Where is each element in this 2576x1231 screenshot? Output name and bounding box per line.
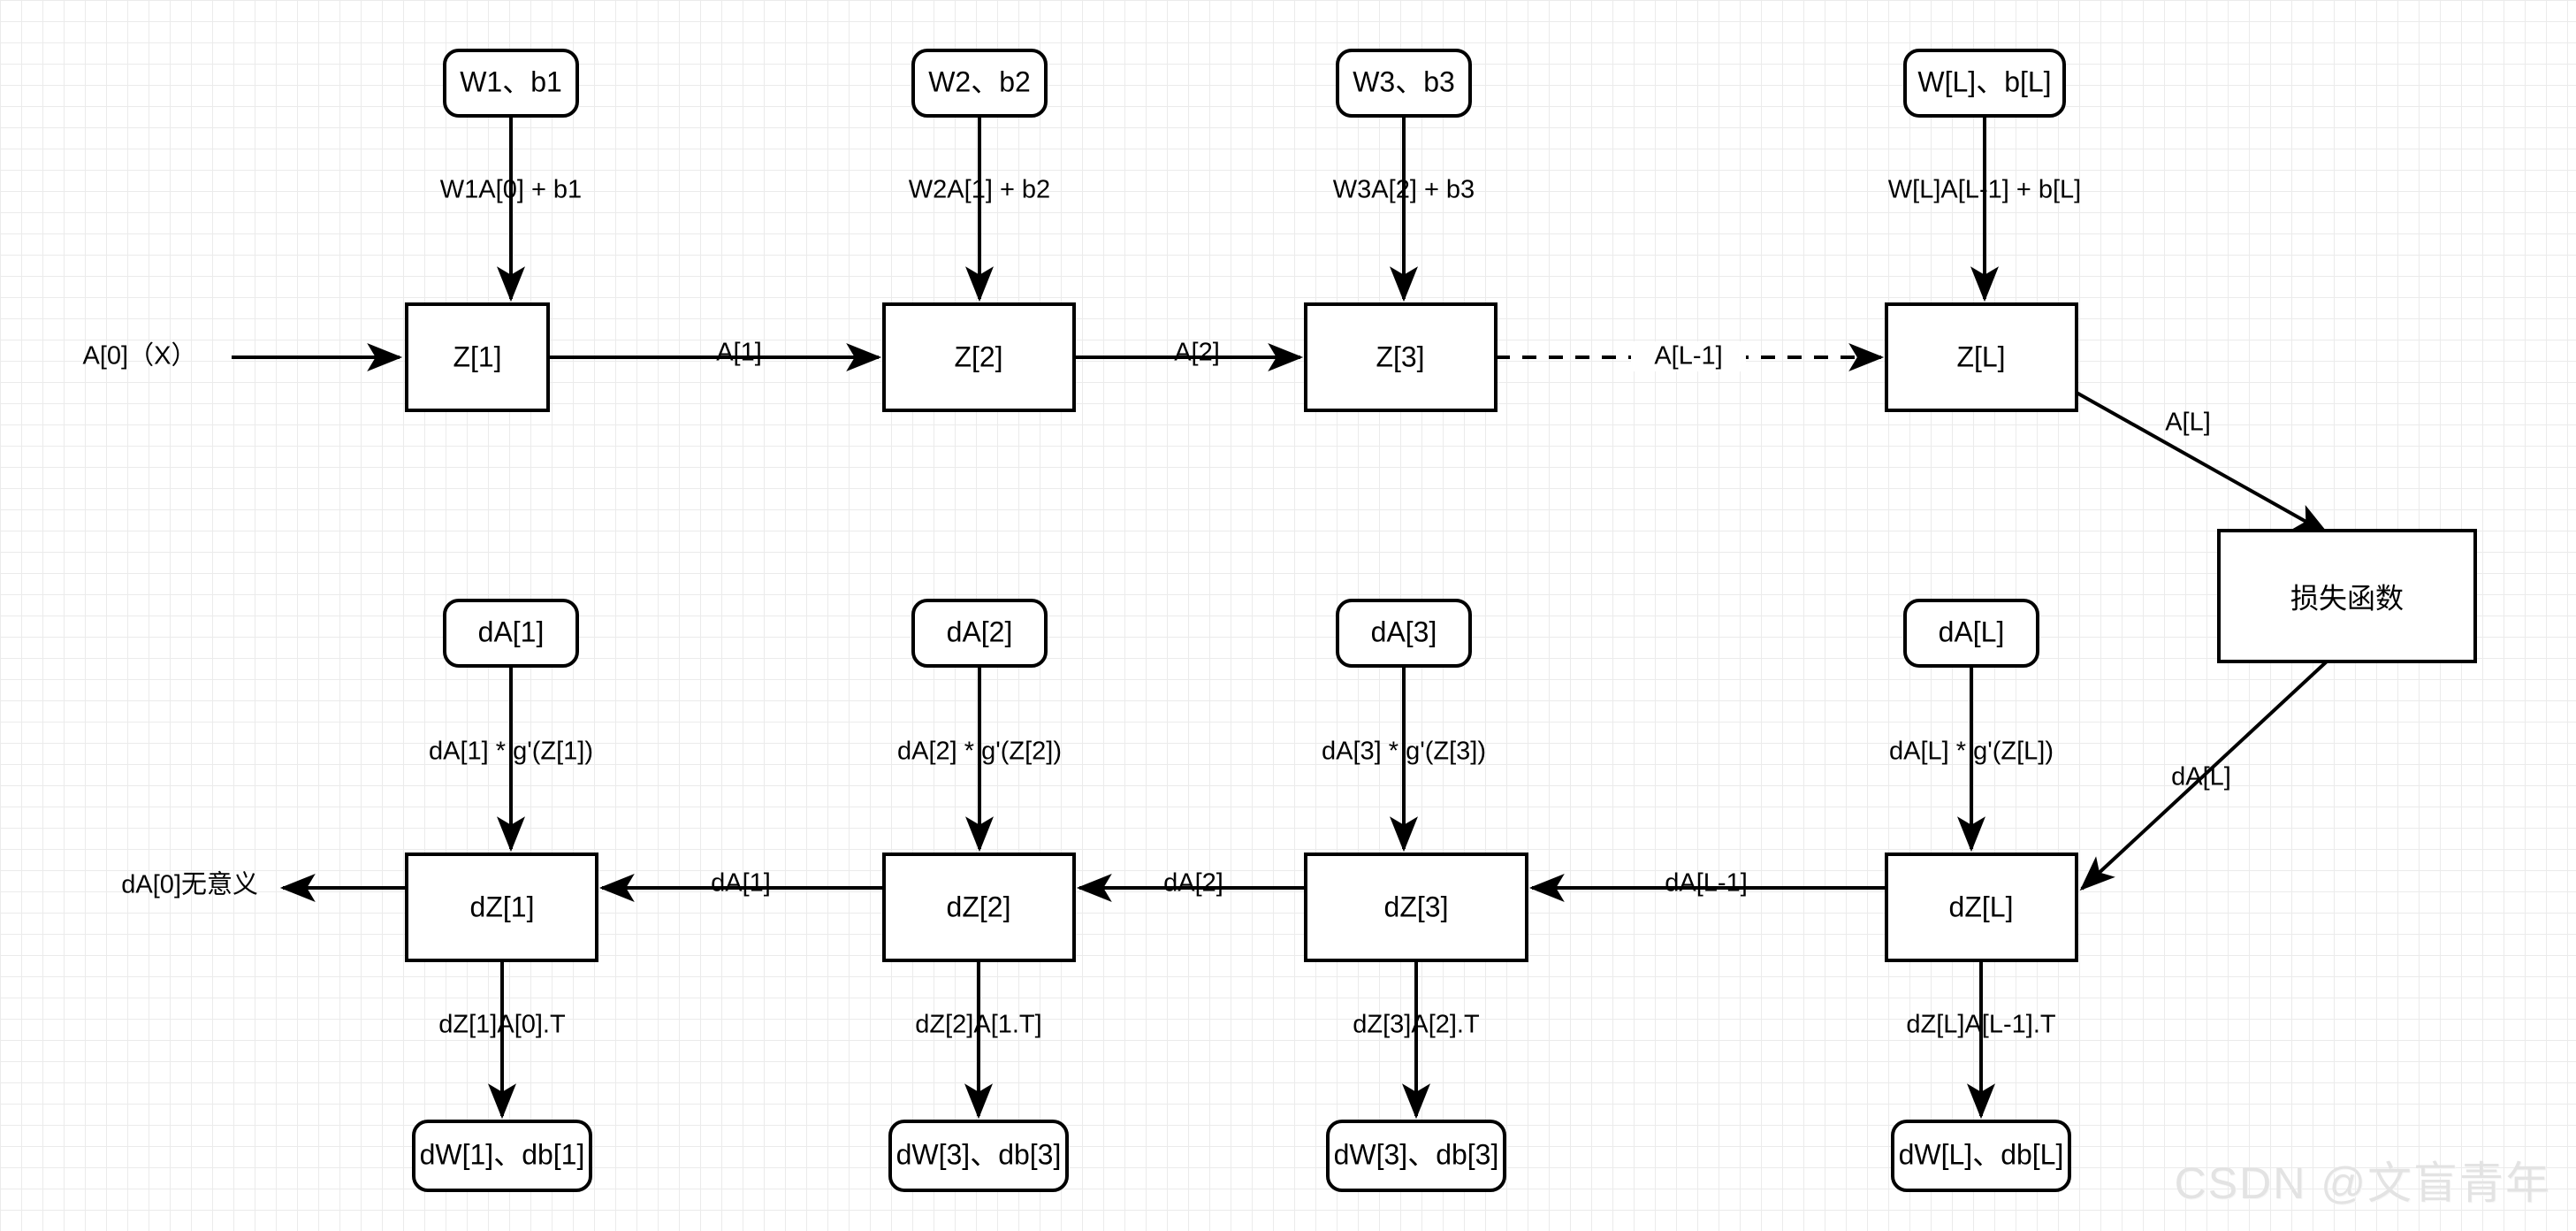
dz-node-2-box[interactable] <box>882 853 1076 962</box>
edge-param3-to-z3-label: W3A[2] + b3 <box>1333 176 1475 204</box>
dz-node-L[interactable]: dZ[L] <box>1885 853 2078 962</box>
edge-z3-to-zL-label-text: A[L-1] <box>1654 342 1722 371</box>
loss-function-label: 损失函数 <box>2290 582 2404 614</box>
param-node-2[interactable]: W2、b2 <box>911 49 1048 118</box>
z-node-3-label: Z[3] <box>1376 340 1424 372</box>
dw-node-2-box[interactable] <box>888 1120 1069 1192</box>
da-node-1[interactable]: dA[1] <box>443 599 579 668</box>
da-node-2[interactable]: dA[2] <box>911 599 1048 668</box>
edge-z1-to-z2-label: A[1] <box>716 339 762 367</box>
dz-node-3-label: dZ[3] <box>1384 891 1449 922</box>
edge-dzL-to-dz3-label: dA[L-1] <box>1665 869 1748 898</box>
dw-node-2[interactable]: dW[3]、db[3] <box>888 1120 1069 1192</box>
dw-node-1-label: dW[1]、db[1] <box>420 1138 585 1170</box>
edge-da1-to-dz1-label: dA[1] * g'(Z[1]) <box>429 738 593 766</box>
dz-node-2[interactable]: dZ[2] <box>882 853 1076 962</box>
edge-dz3-to-dz2-label: dA[2] <box>1163 869 1223 898</box>
da-node-1-label: dA[1] <box>478 616 545 647</box>
param-node-L[interactable]: W[L]、b[L] <box>1903 49 2066 118</box>
edge-zL-to-loss <box>2076 391 2329 535</box>
param-node-3-label: W3、b3 <box>1353 65 1455 97</box>
dw-node-2-label: dW[3]、db[3] <box>896 1138 1062 1170</box>
dw-node-3[interactable]: dW[3]、db[3] <box>1326 1120 1506 1192</box>
z-node-1[interactable]: Z[1] <box>405 302 550 412</box>
dz-node-1-label: dZ[1] <box>470 891 535 922</box>
edge-z2-to-z3-label: A[2] <box>1174 339 1220 367</box>
edge-paramL-to-zL-label: W[L]A[L-1] + b[L] <box>1888 176 2081 204</box>
param-node-1-label: W1、b1 <box>460 65 562 97</box>
edge-dz2-to-dz1-label: dA[1] <box>711 869 771 898</box>
dz-node-3[interactable]: dZ[3] <box>1304 853 1528 962</box>
z-node-3-box[interactable] <box>1304 302 1498 412</box>
da-node-L-label: dA[L] <box>1939 616 2005 647</box>
z-node-L-label: Z[L] <box>1956 340 2005 372</box>
param-node-1[interactable]: W1、b1 <box>443 49 579 118</box>
edge-zL-to-loss-label: A[L] <box>2165 409 2211 437</box>
dw-node-L[interactable]: dW[L]、db[L] <box>1891 1120 2071 1192</box>
edge-z3-to-zL-label-backing <box>1631 341 1746 371</box>
z-node-2-label: Z[2] <box>954 340 1002 372</box>
z-node-L[interactable]: Z[L] <box>1885 302 2078 412</box>
terminal-label: dA[0]无意义 <box>121 870 258 899</box>
dw-node-1-box[interactable] <box>412 1120 592 1192</box>
param-node-2-label: W2、b2 <box>928 65 1031 97</box>
z-node-1-label: Z[1] <box>453 340 501 372</box>
edge-dzL-to-dwL-label: dZ[L]A[L-1].T <box>1906 1011 2056 1039</box>
dw-node-3-label: dW[3]、db[3] <box>1334 1138 1499 1170</box>
edge-loss-to-dzL <box>2079 660 2328 891</box>
param-node-3[interactable]: W3、b3 <box>1336 49 1472 118</box>
edge-da3-to-dz3-label: dA[3] * g'(Z[3]) <box>1322 738 1486 766</box>
dz-node-1[interactable]: dZ[1] <box>405 853 598 962</box>
dw-node-L-label: dW[L]、db[L] <box>1899 1138 2064 1170</box>
edge-dz3-to-dw3-label: dZ[3]A[2].T <box>1353 1011 1480 1039</box>
da-node-3-label: dA[3] <box>1371 616 1437 647</box>
dz-node-2-label: dZ[2] <box>947 891 1011 922</box>
loss-function-node[interactable]: 损失函数 <box>2217 529 2477 663</box>
loss-function-box[interactable] <box>2217 529 2477 663</box>
dz-node-L-box[interactable] <box>1885 853 2078 962</box>
edge-param2-to-z2-label: W2A[1] + b2 <box>909 176 1050 204</box>
edge-dz2-to-dw2-label: dZ[2]A[1.T] <box>915 1011 1041 1039</box>
z-node-2[interactable]: Z[2] <box>882 302 1076 412</box>
z-node-1-box[interactable] <box>405 302 550 412</box>
dw-node-L-box[interactable] <box>1891 1120 2071 1192</box>
csdn-watermark: CSDN @文盲青年 <box>2174 1158 2551 1208</box>
da-node-2-label: dA[2] <box>947 616 1013 647</box>
z-node-3[interactable]: Z[3] <box>1304 302 1498 412</box>
dw-node-3-box[interactable] <box>1326 1120 1506 1192</box>
param-node-L-label: W[L]、b[L] <box>1917 65 2051 97</box>
edge-param1-to-z1-label: W1A[0] + b1 <box>440 176 582 204</box>
edge-daL-to-dzL-label: dA[L] * g'(Z[L]) <box>1889 738 2054 766</box>
da-node-L[interactable]: dA[L] <box>1903 599 2039 668</box>
input-label: A[0]（X） <box>83 342 197 371</box>
edge-dz1-to-dw1-label: dZ[1]A[0].T <box>438 1011 566 1039</box>
dw-node-1[interactable]: dW[1]、db[1] <box>412 1120 592 1192</box>
dz-node-L-label: dZ[L] <box>1949 891 2014 922</box>
z-node-L-box[interactable] <box>1885 302 2078 412</box>
dz-node-1-box[interactable] <box>405 853 598 962</box>
dz-node-3-box[interactable] <box>1304 853 1528 962</box>
edge-da2-to-dz2-label: dA[2] * g'(Z[2]) <box>897 738 1062 766</box>
da-node-3[interactable]: dA[3] <box>1336 599 1472 668</box>
edge-loss-to-dzL-label: dA[L] <box>2171 763 2231 791</box>
